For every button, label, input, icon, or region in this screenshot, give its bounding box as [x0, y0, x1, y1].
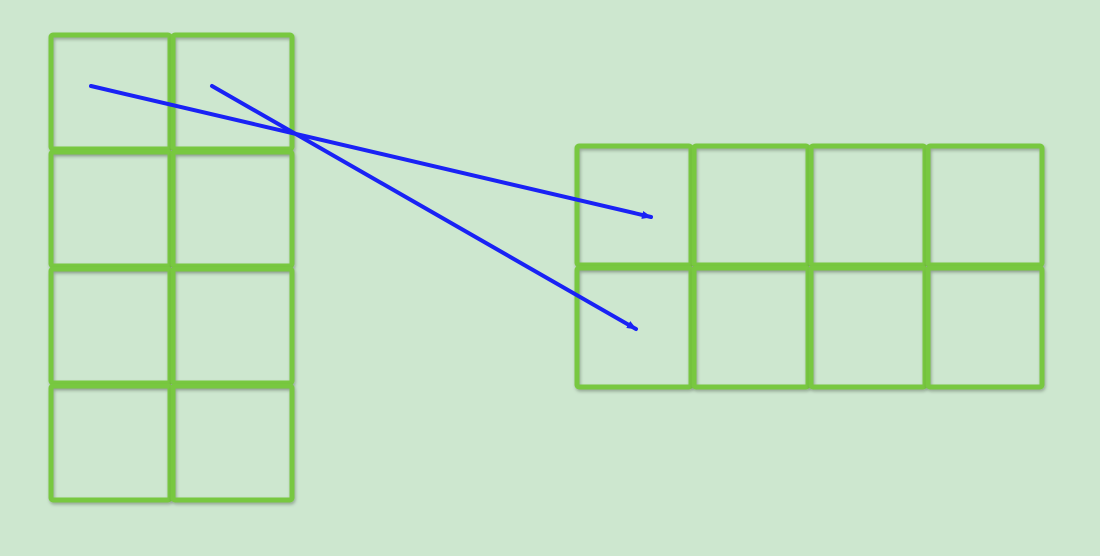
- left-grid-cell-r0-c0: [48, 32, 173, 152]
- left-grid-cell-r2-c1: [170, 266, 295, 386]
- right-grid-cell-r0-c3: [925, 143, 1045, 268]
- right-grid-cell-r1-c0: [574, 265, 694, 390]
- right-grid-cell-r1-c1: [691, 265, 811, 390]
- left-grid-cell-r1-c1: [170, 149, 295, 269]
- mapping-arrow-2: [210, 84, 638, 331]
- right-grid-cell-r1-c2: [808, 265, 928, 390]
- left-grid-cell-r1-c0: [48, 149, 173, 269]
- left-grid-cell-r2-c0: [48, 266, 173, 386]
- right-grid-cell-r0-c1: [691, 143, 811, 268]
- left-grid-cell-r3-c0: [48, 383, 173, 503]
- right-grid-cell-r1-c3: [925, 265, 1045, 390]
- left-grid-4x2: [48, 32, 295, 503]
- left-grid-cell-r0-c1: [170, 32, 295, 152]
- left-grid-cell-r3-c1: [170, 383, 295, 503]
- right-grid-cell-r0-c0: [574, 143, 694, 268]
- mapping-arrow-1: [89, 84, 653, 219]
- right-grid-2x4: [574, 143, 1045, 390]
- right-grid-cell-r0-c2: [808, 143, 928, 268]
- mapping-arrows: [89, 84, 653, 331]
